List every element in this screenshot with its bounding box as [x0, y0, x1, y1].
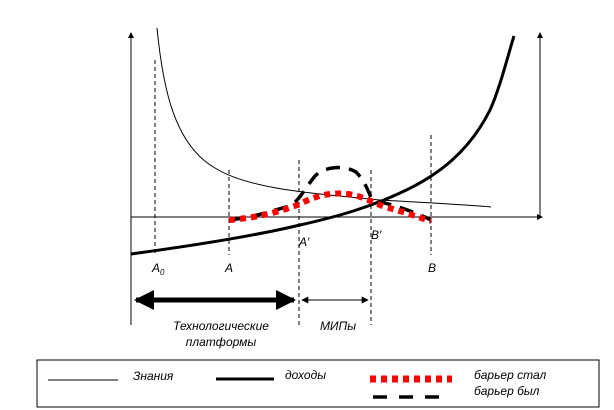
axes — [128, 32, 543, 325]
barrier-became-curve — [228, 190, 432, 224]
mips-label: МИПы — [320, 319, 356, 333]
legend: Знания доходы барьер стал барьер был — [36, 359, 600, 408]
legend-frame — [36, 359, 600, 408]
knowledge-curve — [156, 27, 492, 208]
dashed-guides — [154, 60, 432, 325]
label-a0: A0 — [151, 261, 165, 277]
legend-barrier-was-label: барьер был — [474, 384, 540, 398]
legend-knowledge-label: Знания — [133, 369, 174, 383]
legend-barrier-became-label: барьер стал — [474, 368, 546, 382]
platforms-label-line2: платформы — [186, 335, 257, 349]
axis-point-labels: A0 A A′ B′ B — [151, 228, 436, 277]
legend-income-label: доходы — [285, 368, 326, 382]
label-a-prime: A′ — [298, 235, 310, 249]
label-b: B — [428, 261, 436, 275]
label-b-prime: B′ — [371, 228, 382, 242]
label-a: A — [224, 261, 233, 275]
platforms-label-line1: Технологические — [173, 319, 269, 333]
income-curve — [130, 35, 516, 256]
